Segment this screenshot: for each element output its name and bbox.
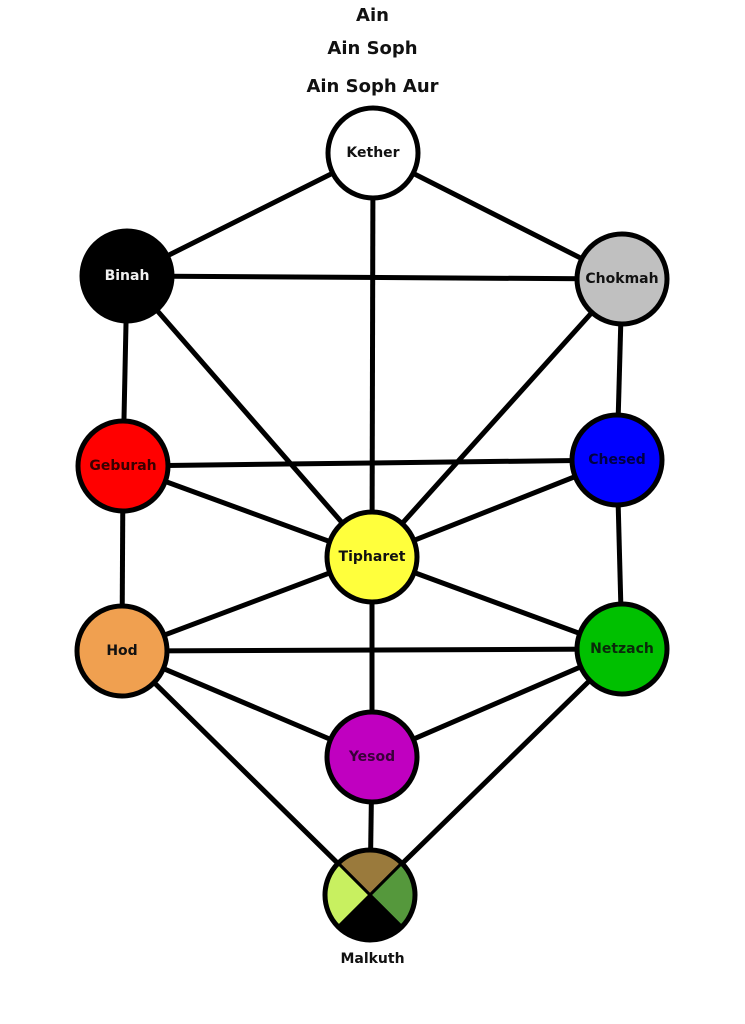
title-ain: Ain xyxy=(356,5,389,26)
binah-label: Binah xyxy=(105,268,150,284)
geburah-label: Geburah xyxy=(89,458,156,474)
malkuth-label: Malkuth xyxy=(340,951,405,967)
path-geburah-chesed xyxy=(122,457,618,469)
sephira-malkuth xyxy=(322,847,418,943)
yesod-circle xyxy=(324,709,420,805)
path-chokmah-tipharet xyxy=(370,277,624,559)
sephira-geburah: Geburah xyxy=(75,418,171,514)
sephira-kether: Kether xyxy=(325,105,421,201)
netzach-label: Netzach xyxy=(590,641,654,657)
yesod-label: Yesod xyxy=(348,749,395,765)
hod-label: Hod xyxy=(106,643,137,659)
path-binah-chokmah xyxy=(126,273,623,282)
binah-circle xyxy=(79,228,175,324)
title-ain-soph-aur: Ain Soph Aur xyxy=(306,76,439,97)
kether-circle xyxy=(325,105,421,201)
chesed-label: Chesed xyxy=(588,452,646,468)
malkuth-outline xyxy=(322,847,418,943)
path-kether-tipharet xyxy=(369,152,376,558)
netzach-circle xyxy=(574,601,670,697)
path-binah-tipharet xyxy=(125,274,374,559)
sephira-netzach: Netzach xyxy=(574,601,670,697)
path-netzach-malkuth xyxy=(368,647,624,897)
chokmah-circle xyxy=(574,231,670,327)
sephira-binah: Binah xyxy=(79,228,175,324)
path-hod-malkuth xyxy=(120,649,372,897)
sephira-chesed: Chesed xyxy=(569,412,665,508)
tipharet-circle xyxy=(324,509,420,605)
sephira-yesod: Yesod xyxy=(324,709,420,805)
tipharet-label: Tipharet xyxy=(339,549,406,565)
geburah-circle xyxy=(75,418,171,514)
sephira-chokmah: Chokmah xyxy=(574,231,670,327)
path-hod-netzach xyxy=(121,646,623,654)
sephira-hod: Hod xyxy=(74,603,170,699)
kether-label: Kether xyxy=(346,145,399,161)
chokmah-label: Chokmah xyxy=(585,271,658,287)
chesed-circle xyxy=(569,412,665,508)
hod-circle xyxy=(74,603,170,699)
sephira-tipharet: Tipharet xyxy=(324,509,420,605)
title-ain-soph: Ain Soph xyxy=(327,38,418,59)
